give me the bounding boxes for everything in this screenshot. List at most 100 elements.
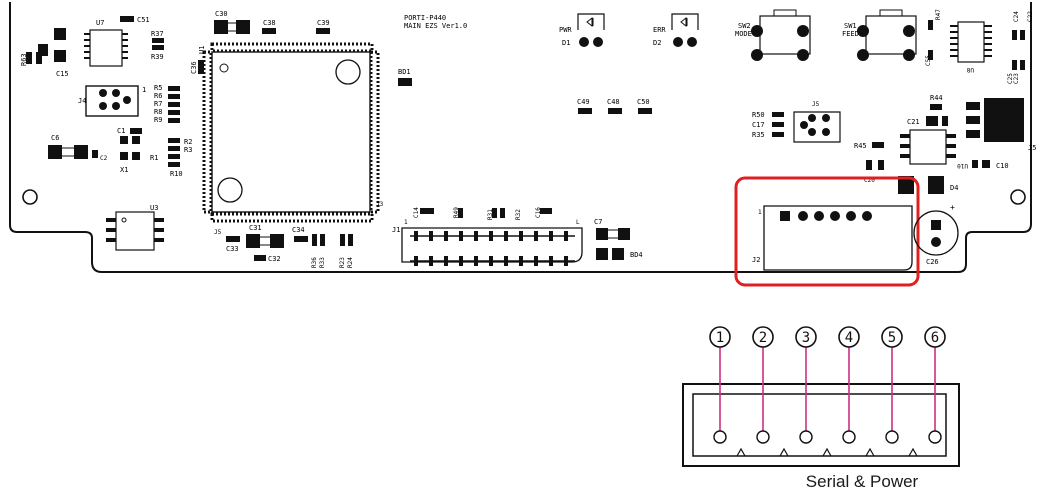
pinout-number-label: 5	[888, 330, 896, 346]
pinout-key-notch	[865, 447, 875, 457]
label-r3: R3	[184, 146, 192, 154]
label-r23: R23	[339, 257, 346, 268]
label-c51: C51	[137, 16, 150, 24]
label-r32: R32	[515, 209, 522, 220]
label-feed: FEED	[842, 30, 859, 38]
label-d2: D2	[653, 39, 661, 47]
label-j5: J5	[812, 101, 820, 108]
label-r49: R49	[453, 207, 460, 218]
pinout-key-notch	[736, 447, 746, 457]
board-title: PORTI-P440	[404, 14, 446, 22]
label-r39: R39	[151, 53, 164, 61]
pinout-connector-outer	[682, 383, 960, 467]
label-r36: R36	[311, 257, 318, 268]
resistor-column-r5-r9: R5 R6 R7 R8 R9	[154, 84, 180, 124]
label-r8: R8	[154, 108, 162, 116]
pinout-number-label: 3	[802, 330, 810, 346]
switch-sw2-mode: SW2 MODE	[735, 9, 811, 61]
label-r44: R44	[930, 94, 943, 102]
pinout-number-label: 6	[931, 330, 939, 346]
connector-j1: J1 1 L	[392, 219, 583, 266]
label-bd1: BD1	[398, 68, 411, 76]
label-r35: R35	[752, 131, 765, 139]
crystal-x1: X1	[120, 136, 140, 174]
label-r7: R7	[154, 100, 162, 108]
label-j1-pin1: 1	[404, 219, 408, 226]
label-big-connector: J5	[1028, 144, 1036, 152]
label-c20: C20	[864, 177, 875, 184]
label-u7: U7	[96, 19, 104, 27]
label-c48: C48	[607, 98, 620, 106]
label-c2: C2	[100, 155, 108, 162]
label-pwr: PWR	[559, 26, 572, 34]
led-err-d2: ERR D2	[653, 13, 699, 47]
label-c26-plus: +	[950, 203, 955, 212]
label-c21: C21	[907, 118, 920, 126]
pinout-pin-hole	[842, 430, 856, 444]
label-r9: R9	[154, 116, 162, 124]
label-c7: C7	[594, 218, 602, 226]
label-c31: C31	[249, 224, 262, 232]
label-r31: R31	[487, 209, 494, 220]
highlight-box-j2	[734, 176, 920, 287]
switch-sw1-feed: SW1 FEED	[842, 9, 917, 61]
label-c34: C34	[292, 226, 305, 234]
label-c38: C38	[263, 19, 276, 27]
label-c30: C30	[215, 10, 228, 18]
label-c50: C50	[637, 98, 650, 106]
pinout-key-notch	[779, 447, 789, 457]
label-j4-pin: 1	[142, 86, 146, 94]
pinout-connector-inner	[692, 393, 947, 457]
pinout-number-label: 2	[759, 330, 767, 346]
label-c32: C32	[268, 255, 281, 263]
label-d1: D1	[562, 39, 570, 47]
chip-u10: U10	[900, 129, 968, 169]
label-c14: C14	[413, 207, 420, 218]
label-j1-pinL: L	[576, 219, 580, 226]
label-r6: R6	[154, 92, 162, 100]
pinout-key-notch	[822, 447, 832, 457]
label-r1: R1	[150, 154, 158, 162]
pinout-number-circle	[838, 326, 860, 348]
pinout-number-label: 4	[845, 330, 853, 346]
label-j2-pin: 1	[758, 209, 762, 216]
pinout-number-circle	[924, 326, 946, 348]
label-d4: D4	[950, 184, 958, 192]
label-c10: C10	[996, 162, 1009, 170]
label-j4: J4	[78, 97, 86, 105]
label-j2: J2	[752, 256, 760, 264]
label-r33: R33	[319, 257, 326, 268]
label-j1: J1	[392, 226, 400, 234]
chip-u1: U1	[198, 42, 380, 223]
capacitor-c26: + C26	[913, 203, 959, 266]
pinout-number-circle	[881, 326, 903, 348]
pinout-key-notch	[908, 447, 918, 457]
label-r5: R5	[154, 84, 162, 92]
label-sw2: SW2	[738, 22, 751, 30]
pinout-pin-hole	[756, 430, 770, 444]
mounting-hole-right	[1010, 189, 1026, 205]
label-u1: U1	[198, 46, 206, 54]
pinout-number-circle	[752, 326, 774, 348]
pinout-number-circle	[709, 326, 731, 348]
label-r63: R63	[20, 53, 28, 66]
label-c22: C22	[1027, 11, 1034, 22]
label-bd4: BD4	[630, 251, 643, 259]
label-c39: C39	[317, 19, 330, 27]
label-x1: X1	[120, 166, 128, 174]
label-mode: MODE	[735, 30, 752, 38]
label-c1: C1	[117, 127, 125, 135]
label-sw1: SW1	[844, 22, 857, 30]
label-c24: C24	[1013, 11, 1020, 22]
chip-u7: U7	[84, 19, 128, 67]
label-err: ERR	[653, 26, 666, 34]
connector-j2: J2 1	[752, 205, 913, 271]
label-c15: C15	[56, 70, 69, 78]
label-j2-small: J5	[214, 229, 222, 236]
label-u3: U3	[150, 204, 158, 212]
label-c6: C6	[51, 134, 59, 142]
label-r24: R24	[347, 257, 354, 268]
